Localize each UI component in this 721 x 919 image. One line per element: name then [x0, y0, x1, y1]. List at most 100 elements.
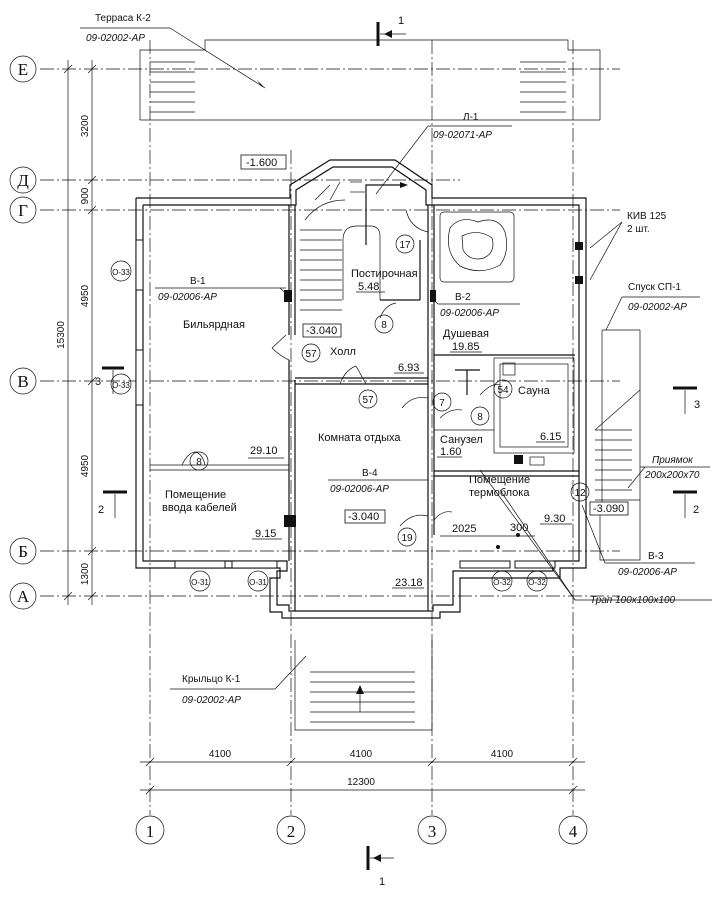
dim-2025: 2025: [452, 523, 476, 535]
svg-text:Терраса К-2: Терраса К-2: [95, 13, 151, 24]
svg-text:4100: 4100: [350, 749, 373, 760]
axis-bubble-v: В: [9, 367, 37, 395]
svg-text:В-3: В-3: [648, 551, 664, 562]
mark-door-8c: 8: [189, 451, 209, 471]
mark-door-7: 7: [432, 392, 452, 412]
stairs-right-descent: [594, 329, 641, 561]
axis-bubble-g: Г: [9, 196, 37, 224]
svg-text:Е: Е: [18, 60, 28, 79]
svg-text:О-33: О-33: [112, 268, 130, 277]
mark-door-19: 19: [397, 527, 417, 547]
svg-text:-3.090: -3.090: [593, 503, 624, 515]
door-swings: [181, 209, 501, 527]
svg-text:Приямок: Приямок: [652, 455, 694, 466]
room-name-rest: Комната отдыха: [318, 432, 401, 444]
svg-text:2: 2: [287, 822, 296, 841]
svg-text:8: 8: [196, 457, 202, 468]
axis-bubble-1: 1: [135, 815, 165, 845]
svg-text:1: 1: [379, 876, 385, 888]
svg-text:Л-1: Л-1: [463, 112, 479, 123]
trap-leaders: [479, 469, 712, 601]
svg-text:2 шт.: 2 шт.: [627, 224, 650, 235]
axis-bubble-4: 4: [558, 815, 588, 845]
svg-text:-3.040: -3.040: [348, 511, 379, 523]
axis-bubble-a: А: [9, 582, 37, 610]
room-name-sauna: Сауна: [518, 385, 551, 397]
terrace-steps-right: [520, 61, 566, 113]
section-mark-2-right: 2: [673, 490, 699, 518]
level-mark-hall: -3.040: [302, 323, 342, 338]
room-name-shower: Душевая: [443, 328, 489, 340]
mark-window-o31b: О-31: [247, 570, 269, 592]
interior-walls: [150, 205, 579, 611]
room-area-shower: 19.85: [452, 341, 480, 353]
svg-text:Трап 100х100х100: Трап 100х100х100: [590, 595, 676, 606]
room-area-billiard: 29.10: [250, 445, 278, 457]
callout-l1: Л-1 09-02071-АР: [375, 112, 512, 195]
svg-text:В: В: [17, 372, 28, 391]
svg-text:-3.040: -3.040: [306, 325, 337, 337]
porch: [294, 640, 433, 731]
level-mark-top: -1.600: [240, 154, 287, 170]
svg-text:09-02002-АР: 09-02002-АР: [628, 302, 687, 313]
svg-text:4950: 4950: [80, 284, 91, 307]
room-name-billiard: Бильярдная: [183, 319, 245, 331]
svg-text:8: 8: [477, 412, 483, 423]
room-area-pantry: 5.48: [358, 281, 379, 293]
svg-text:54: 54: [497, 385, 509, 396]
svg-text:О-33: О-33: [112, 381, 130, 390]
mark-door-8b: 8: [470, 406, 490, 426]
svg-text:2: 2: [693, 504, 699, 516]
svg-text:КИВ 125: КИВ 125: [627, 211, 667, 222]
section-mark-bottom: 1: [366, 846, 394, 888]
room-area-cable: 9.15: [255, 528, 276, 540]
svg-text:3200: 3200: [80, 114, 91, 137]
svg-text:1300: 1300: [80, 562, 91, 585]
mark-window-o33b: О-33: [110, 373, 132, 395]
room-name-boiler-2: термоблока: [469, 487, 530, 499]
terrace-steps-left: [150, 61, 195, 113]
svg-text:В-4: В-4: [362, 468, 378, 479]
svg-text:Д: Д: [17, 171, 29, 190]
room-area-sauna: 6.15: [540, 431, 561, 443]
mark-window-o32b: О-32: [526, 570, 548, 592]
dimension-bottom: 4100 4100 4100 12300: [140, 749, 585, 795]
svg-text:09-02006-АР: 09-02006-АР: [158, 292, 217, 303]
room-area-wc: 1.60: [440, 446, 461, 458]
mark-door-12: 12: [570, 482, 590, 502]
svg-text:Б: Б: [18, 542, 28, 561]
callout-b4: В-4 09-02006-АР: [328, 468, 428, 495]
axis-bubble-e: Е: [9, 55, 37, 83]
svg-text:1: 1: [146, 822, 155, 841]
mark-door-57a: 57: [301, 343, 321, 363]
svg-text:09-02002-АР: 09-02002-АР: [86, 33, 145, 44]
svg-text:12300: 12300: [347, 777, 375, 788]
svg-text:09-02006-АР: 09-02006-АР: [440, 308, 499, 319]
svg-text:900: 900: [80, 187, 91, 204]
svg-text:3: 3: [694, 399, 700, 411]
callout-b3: В-3 09-02006-АР: [581, 504, 695, 578]
exterior-walls: [135, 159, 587, 619]
room-name-cable-2: ввода кабелей: [162, 502, 237, 514]
section-mark-top: 1: [376, 15, 406, 46]
mark-window-o31a: О-31: [189, 570, 211, 592]
stairs-center: [300, 181, 365, 311]
mark-window-o32a: О-32: [491, 570, 513, 592]
svg-text:О-32: О-32: [528, 578, 546, 587]
callout-sp1: Спуск СП-1 09-02002-АР: [605, 282, 700, 331]
jacuzzi-icon: [439, 211, 515, 283]
room-name-wc: Санузел: [440, 434, 483, 446]
svg-text:4100: 4100: [209, 749, 232, 760]
svg-text:57: 57: [362, 395, 374, 406]
mark-door-17: 17: [395, 234, 415, 254]
svg-text:А: А: [17, 587, 30, 606]
svg-text:В-1: В-1: [190, 276, 206, 287]
svg-text:09-02002-АР: 09-02002-АР: [182, 695, 241, 706]
svg-text:О-31: О-31: [249, 578, 267, 587]
porch-callout: Крыльцо К-1 09-02002-АР: [170, 655, 307, 706]
grid-axes: [40, 40, 620, 815]
svg-text:4: 4: [569, 822, 578, 841]
windows: [135, 239, 583, 569]
svg-text:12: 12: [574, 488, 586, 499]
